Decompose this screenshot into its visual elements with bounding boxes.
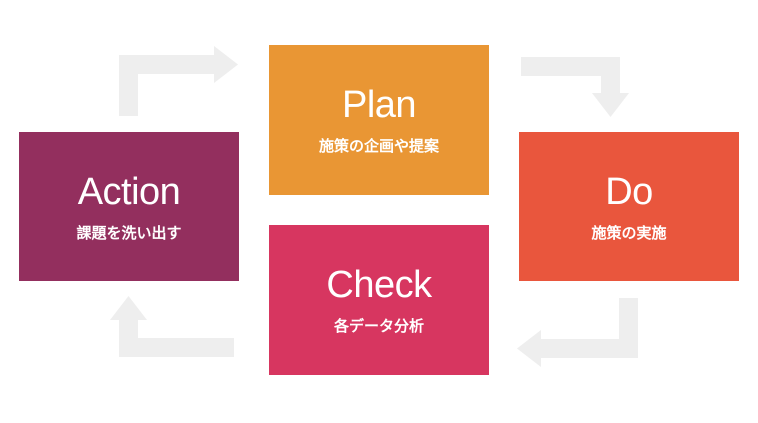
arrow-check-to-action (110, 296, 234, 357)
do-subtitle: 施策の実施 (591, 223, 667, 242)
check-title: Check (326, 264, 432, 306)
plan-title: Plan (341, 84, 417, 126)
do-title: Do (605, 170, 653, 213)
plan-subtitle: 施策の企画や提案 (318, 137, 439, 155)
plan-box: Plan 施策の企画や提案 (269, 45, 489, 195)
check-subtitle: 各データ分析 (333, 317, 424, 335)
do-box: Do 施策の実施 (519, 132, 739, 281)
action-subtitle: 課題を洗い出す (76, 223, 182, 242)
arrow-action-to-plan (119, 46, 238, 116)
arrow-plan-to-do (521, 57, 629, 117)
action-box: Action 課題を洗い出す (19, 132, 239, 281)
check-box: Check 各データ分析 (269, 225, 489, 375)
action-title: Action (77, 170, 181, 213)
arrow-do-to-check (517, 298, 638, 367)
